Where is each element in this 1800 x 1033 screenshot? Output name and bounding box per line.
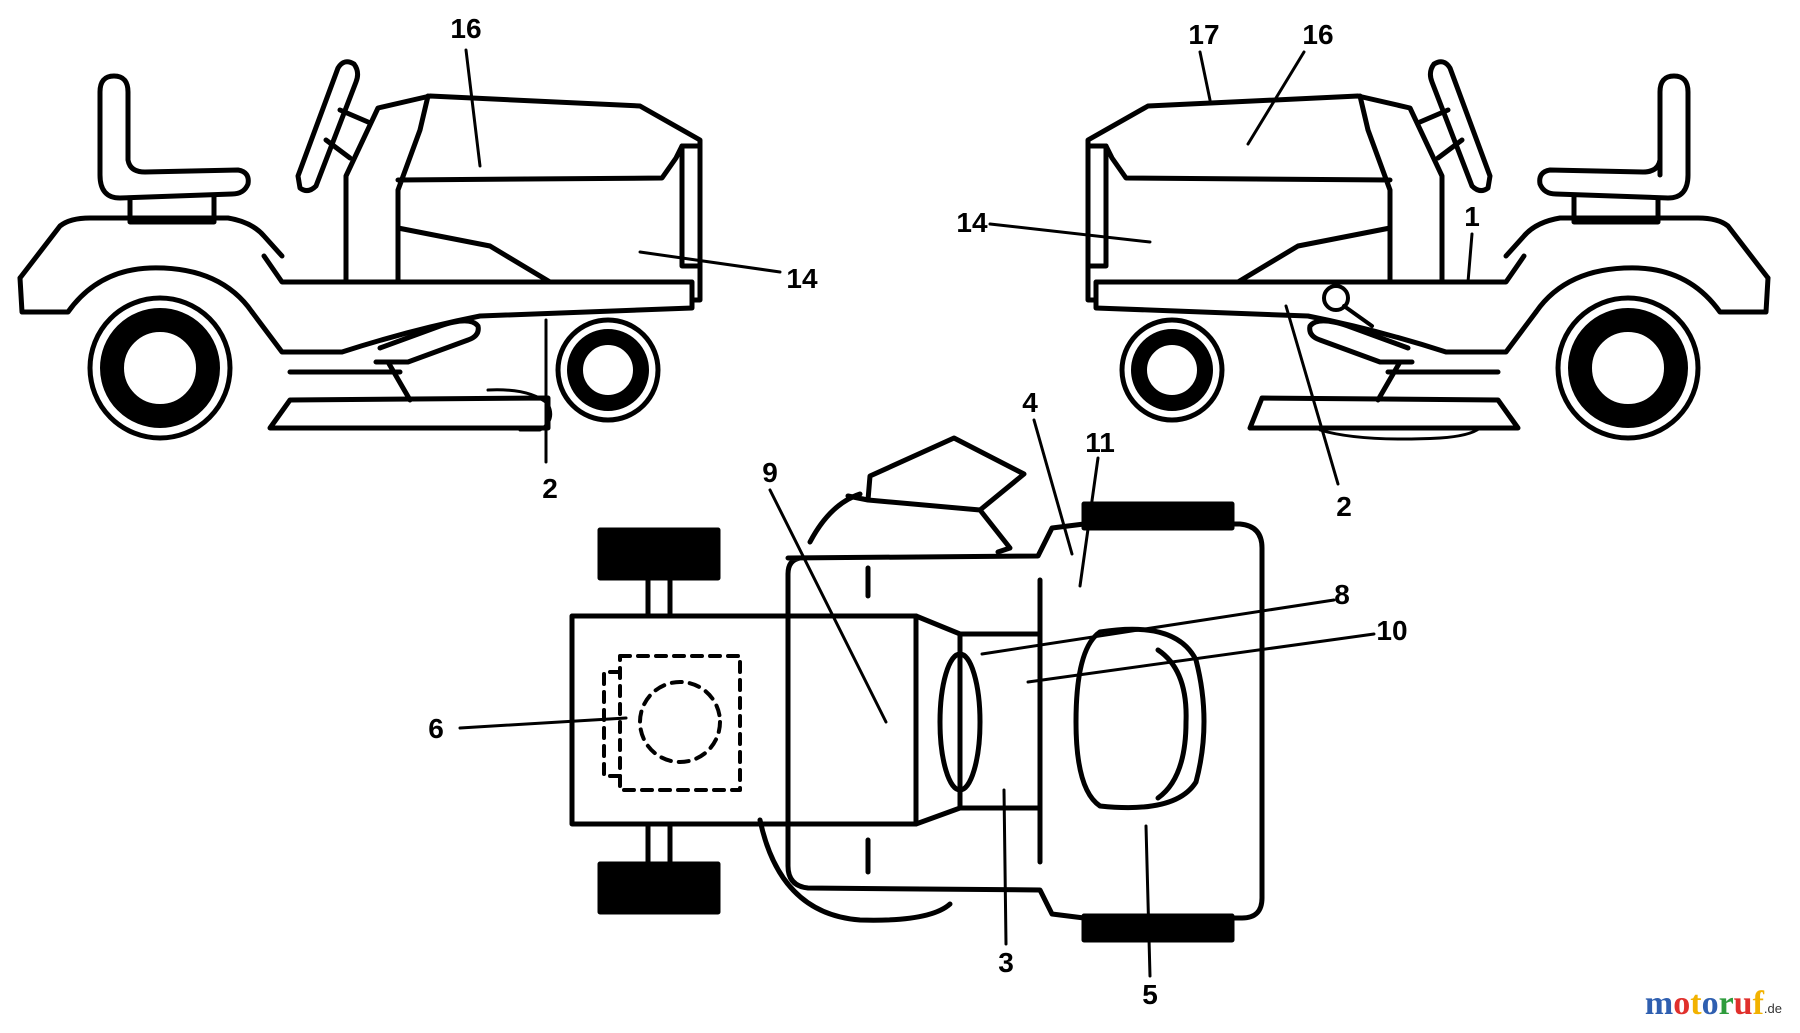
top-discharge-chute xyxy=(845,435,1027,555)
brand-letter: o xyxy=(1673,985,1691,1022)
right-mower-deck xyxy=(1247,395,1521,431)
top-body xyxy=(785,521,1265,921)
right-dash-tower xyxy=(1085,93,1445,303)
callout-top-6: 6 xyxy=(428,713,444,744)
callout-right-16: 16 xyxy=(1302,19,1333,50)
right-rear-fender xyxy=(1503,215,1771,281)
left-side-view xyxy=(17,48,782,464)
right-steering-wheel xyxy=(1427,59,1493,194)
callout-top-5: 5 xyxy=(1142,979,1158,1010)
right-rear-wheel xyxy=(1555,295,1701,441)
brand-letter: u xyxy=(1733,985,1753,1022)
callout-top-4: 4 xyxy=(1022,387,1038,418)
callout-right-14: 14 xyxy=(956,207,988,238)
left-rear-wheel xyxy=(87,295,233,441)
brand-letter: r xyxy=(1718,985,1734,1022)
left-hood xyxy=(395,93,685,285)
callout-left-14: 14 xyxy=(786,263,818,294)
brand-tld: .de xyxy=(1763,1001,1782,1016)
right-frame xyxy=(1093,253,1539,355)
left-rear-fender xyxy=(17,215,285,281)
brand-letter: o xyxy=(1701,985,1719,1022)
callout-top-9: 9 xyxy=(762,457,778,488)
right-seat xyxy=(1537,73,1691,201)
callout-right-17: 17 xyxy=(1188,19,1219,50)
top-front-wheel-lower xyxy=(597,861,721,915)
left-frame xyxy=(249,253,695,355)
callout-top-10: 10 xyxy=(1376,615,1407,646)
top-hood xyxy=(569,613,919,827)
brand-logo: motoruf.de xyxy=(1645,985,1782,1023)
callout-right-1: 1 xyxy=(1464,201,1480,232)
brand-letter: m xyxy=(1644,985,1674,1022)
callout-left-16: 16 xyxy=(450,13,481,44)
brand-letter: f xyxy=(1752,985,1764,1022)
right-side-view xyxy=(988,50,1771,486)
brand-letters: motoruf xyxy=(1645,985,1764,1022)
left-seat xyxy=(97,73,251,201)
callout-left-2: 2 xyxy=(542,473,558,504)
top-engine xyxy=(618,654,742,792)
top-view xyxy=(458,418,1376,978)
callout-top-3: 3 xyxy=(998,947,1014,978)
left-steering-wheel xyxy=(295,59,361,194)
part-number-labels: 16 14 2 17 16 14 1 2 4 11 9 8 10 6 3 5 xyxy=(428,13,1480,1010)
right-front-wheel xyxy=(1119,317,1225,423)
callout-right-2: 2 xyxy=(1336,491,1352,522)
top-seat xyxy=(1073,626,1207,811)
top-front-wheel-upper xyxy=(597,527,721,581)
brand-letter: t xyxy=(1690,985,1702,1022)
callout-top-8: 8 xyxy=(1334,579,1350,610)
left-mower-deck xyxy=(267,395,551,431)
left-front-wheel xyxy=(555,317,661,423)
right-hood xyxy=(1103,93,1393,285)
callout-top-11: 11 xyxy=(1085,427,1115,458)
